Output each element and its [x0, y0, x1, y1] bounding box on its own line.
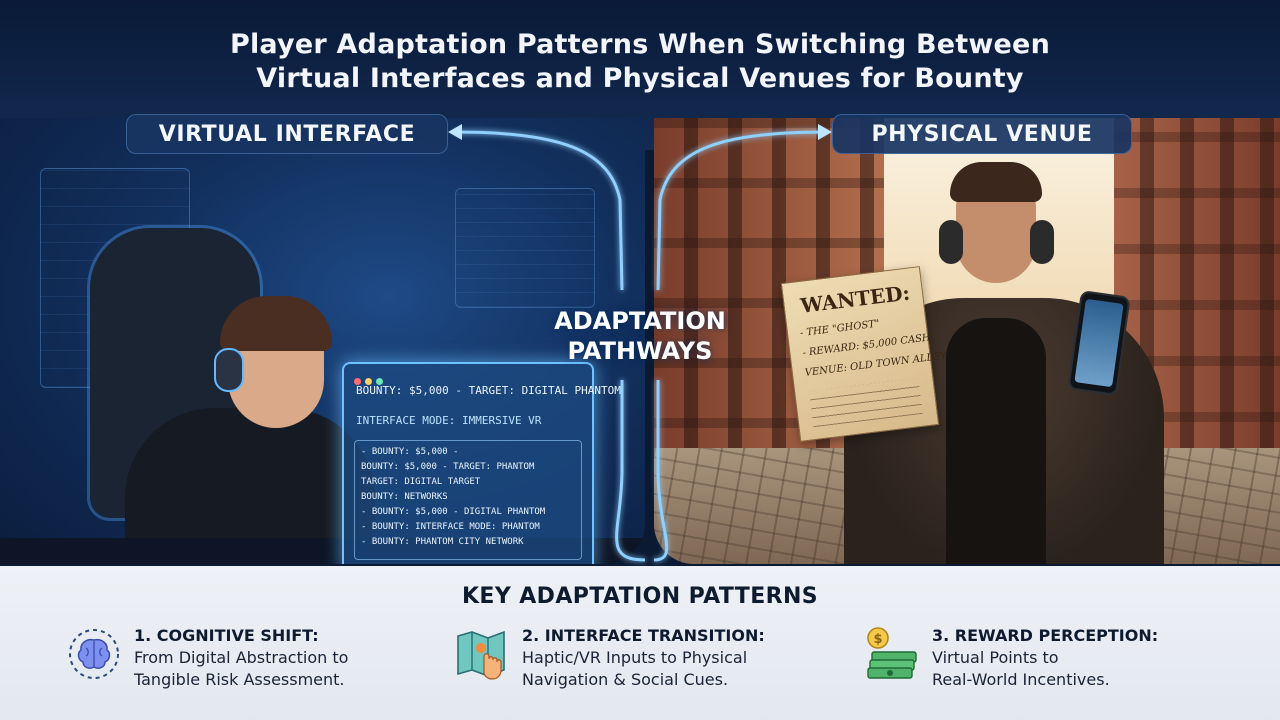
list-item: BOUNTY: $5,000 - TARGET: PHANTOM	[361, 462, 535, 472]
black-shirt	[946, 318, 1046, 564]
pattern-line-1: From Digital Abstraction to	[134, 648, 349, 667]
pattern-line-1: Haptic/VR Inputs to Physical	[522, 648, 748, 667]
headphones-icon	[939, 220, 963, 264]
wanted-poster: WANTED: - THE "GHOST" - REWARD: $5,000 C…	[780, 266, 948, 442]
list-item: - BOUNTY: $5,000 - DIGITAL PHANTOM	[361, 507, 546, 517]
pattern-title: 3. REWARD PERCEPTION:	[932, 626, 1159, 645]
pattern-line-2: Real-World Incentives.	[932, 670, 1110, 689]
phone-screen	[1074, 298, 1124, 388]
bounty-header: BOUNTY: $5,000 - TARGET: DIGITAL PHANTOM	[356, 384, 621, 397]
patterns-title: KEY ADAPTATION PATTERNS	[461, 584, 819, 609]
bounty-list: - BOUNTY: $5,000 - BOUNTY: $5,000 - TARG…	[354, 440, 582, 560]
interface-mode: INTERFACE MODE: IMMERSIVE VR	[356, 414, 542, 427]
poster-target: - THE "GHOST"	[799, 318, 881, 340]
pattern-line-2: Navigation & Social Cues.	[522, 670, 729, 689]
pattern-interface-transition: 2. INTERFACE TRANSITION: Haptic/VR Input…	[454, 624, 814, 694]
pattern-reward-perception: $ 3. REWARD PERCEPTION: Virtual Points t…	[864, 624, 1224, 694]
headphones-icon	[1030, 220, 1054, 264]
minimize-dot-icon	[365, 378, 372, 385]
adaptation-pathways-label: ADAPTATION PATHWAYS	[530, 306, 750, 366]
list-item: - BOUNTY: $5,000 -	[361, 447, 459, 457]
gamer-hair	[220, 296, 332, 351]
center-label-line-1: ADAPTATION	[554, 307, 726, 335]
maximize-dot-icon	[376, 378, 383, 385]
center-label-line-2: PATHWAYS	[567, 337, 713, 365]
pattern-line-1: Virtual Points to	[932, 648, 1059, 667]
svg-text:$: $	[873, 632, 882, 647]
holographic-bounty-screen: BOUNTY: $5,000 - TARGET: DIGITAL PHANTOM…	[342, 362, 621, 564]
brain-icon	[69, 629, 119, 679]
list-item: BOUNTY: NETWORKS	[361, 492, 448, 502]
poster-fine-print	[809, 378, 923, 428]
page-title: Player Adaptation Patterns When Switchin…	[0, 28, 1280, 96]
headphones-icon	[214, 348, 244, 392]
close-dot-icon	[354, 378, 361, 385]
title-line-2: Virtual Interfaces and Physical Venues f…	[256, 63, 1024, 94]
window-controls	[354, 370, 387, 389]
poster-title: WANTED:	[799, 280, 912, 318]
pattern-cognitive-shift: 1. COGNITIVE SHIFT: From Digital Abstrac…	[66, 624, 396, 694]
virtual-interface-label: VIRTUAL INTERFACE	[126, 114, 448, 154]
pattern-title: 2. INTERFACE TRANSITION:	[522, 626, 765, 645]
list-item: TARGET: DIGITAL TARGET	[361, 477, 481, 487]
list-item: - BOUNTY: PHANTOM CITY NETWORK	[361, 537, 524, 547]
background-hud-screen-2	[455, 188, 595, 308]
title-line-1: Player Adaptation Patterns When Switchin…	[229, 29, 1050, 60]
map-touch-icon	[457, 630, 505, 680]
money-icon: $	[867, 627, 917, 679]
pattern-line-2: Tangible Risk Assessment.	[134, 670, 345, 689]
hunter-hair	[950, 162, 1042, 202]
pattern-title: 1. COGNITIVE SHIFT:	[134, 626, 319, 645]
physical-venue-label: PHYSICAL VENUE	[832, 114, 1132, 154]
list-item: - BOUNTY: INTERFACE MODE: PHANTOM	[361, 522, 540, 532]
key-patterns-section: KEY ADAPTATION PATTERNS 1. COGNITIVE SHI…	[0, 566, 1280, 720]
